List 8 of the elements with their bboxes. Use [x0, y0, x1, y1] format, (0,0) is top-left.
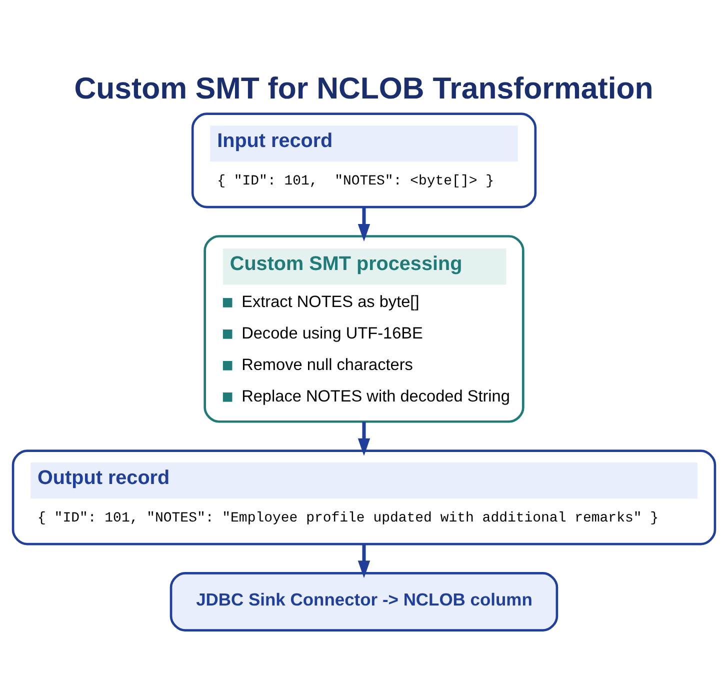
node-box: Output record { "ID": 101, "NOTES": "Employee profile updated with additional remarks" } — [12, 449, 716, 545]
arrow — [358, 421, 370, 456]
node-box: JDBC Sink Connector -> NCLOB column — [170, 572, 558, 631]
arrow — [358, 544, 370, 578]
node-box: Input record { "ID": 101, "NOTES": <byte[]> } — [191, 112, 537, 208]
node-box: Custom SMT processing Extract NOTES as byte[] Decode using UTF-16BE Remove null characters Replace NOTES with decoded String — [204, 234, 524, 422]
arrow — [358, 206, 370, 241]
diagram-title: Custom SMT for NCLOB Transformation — [74, 72, 654, 105]
